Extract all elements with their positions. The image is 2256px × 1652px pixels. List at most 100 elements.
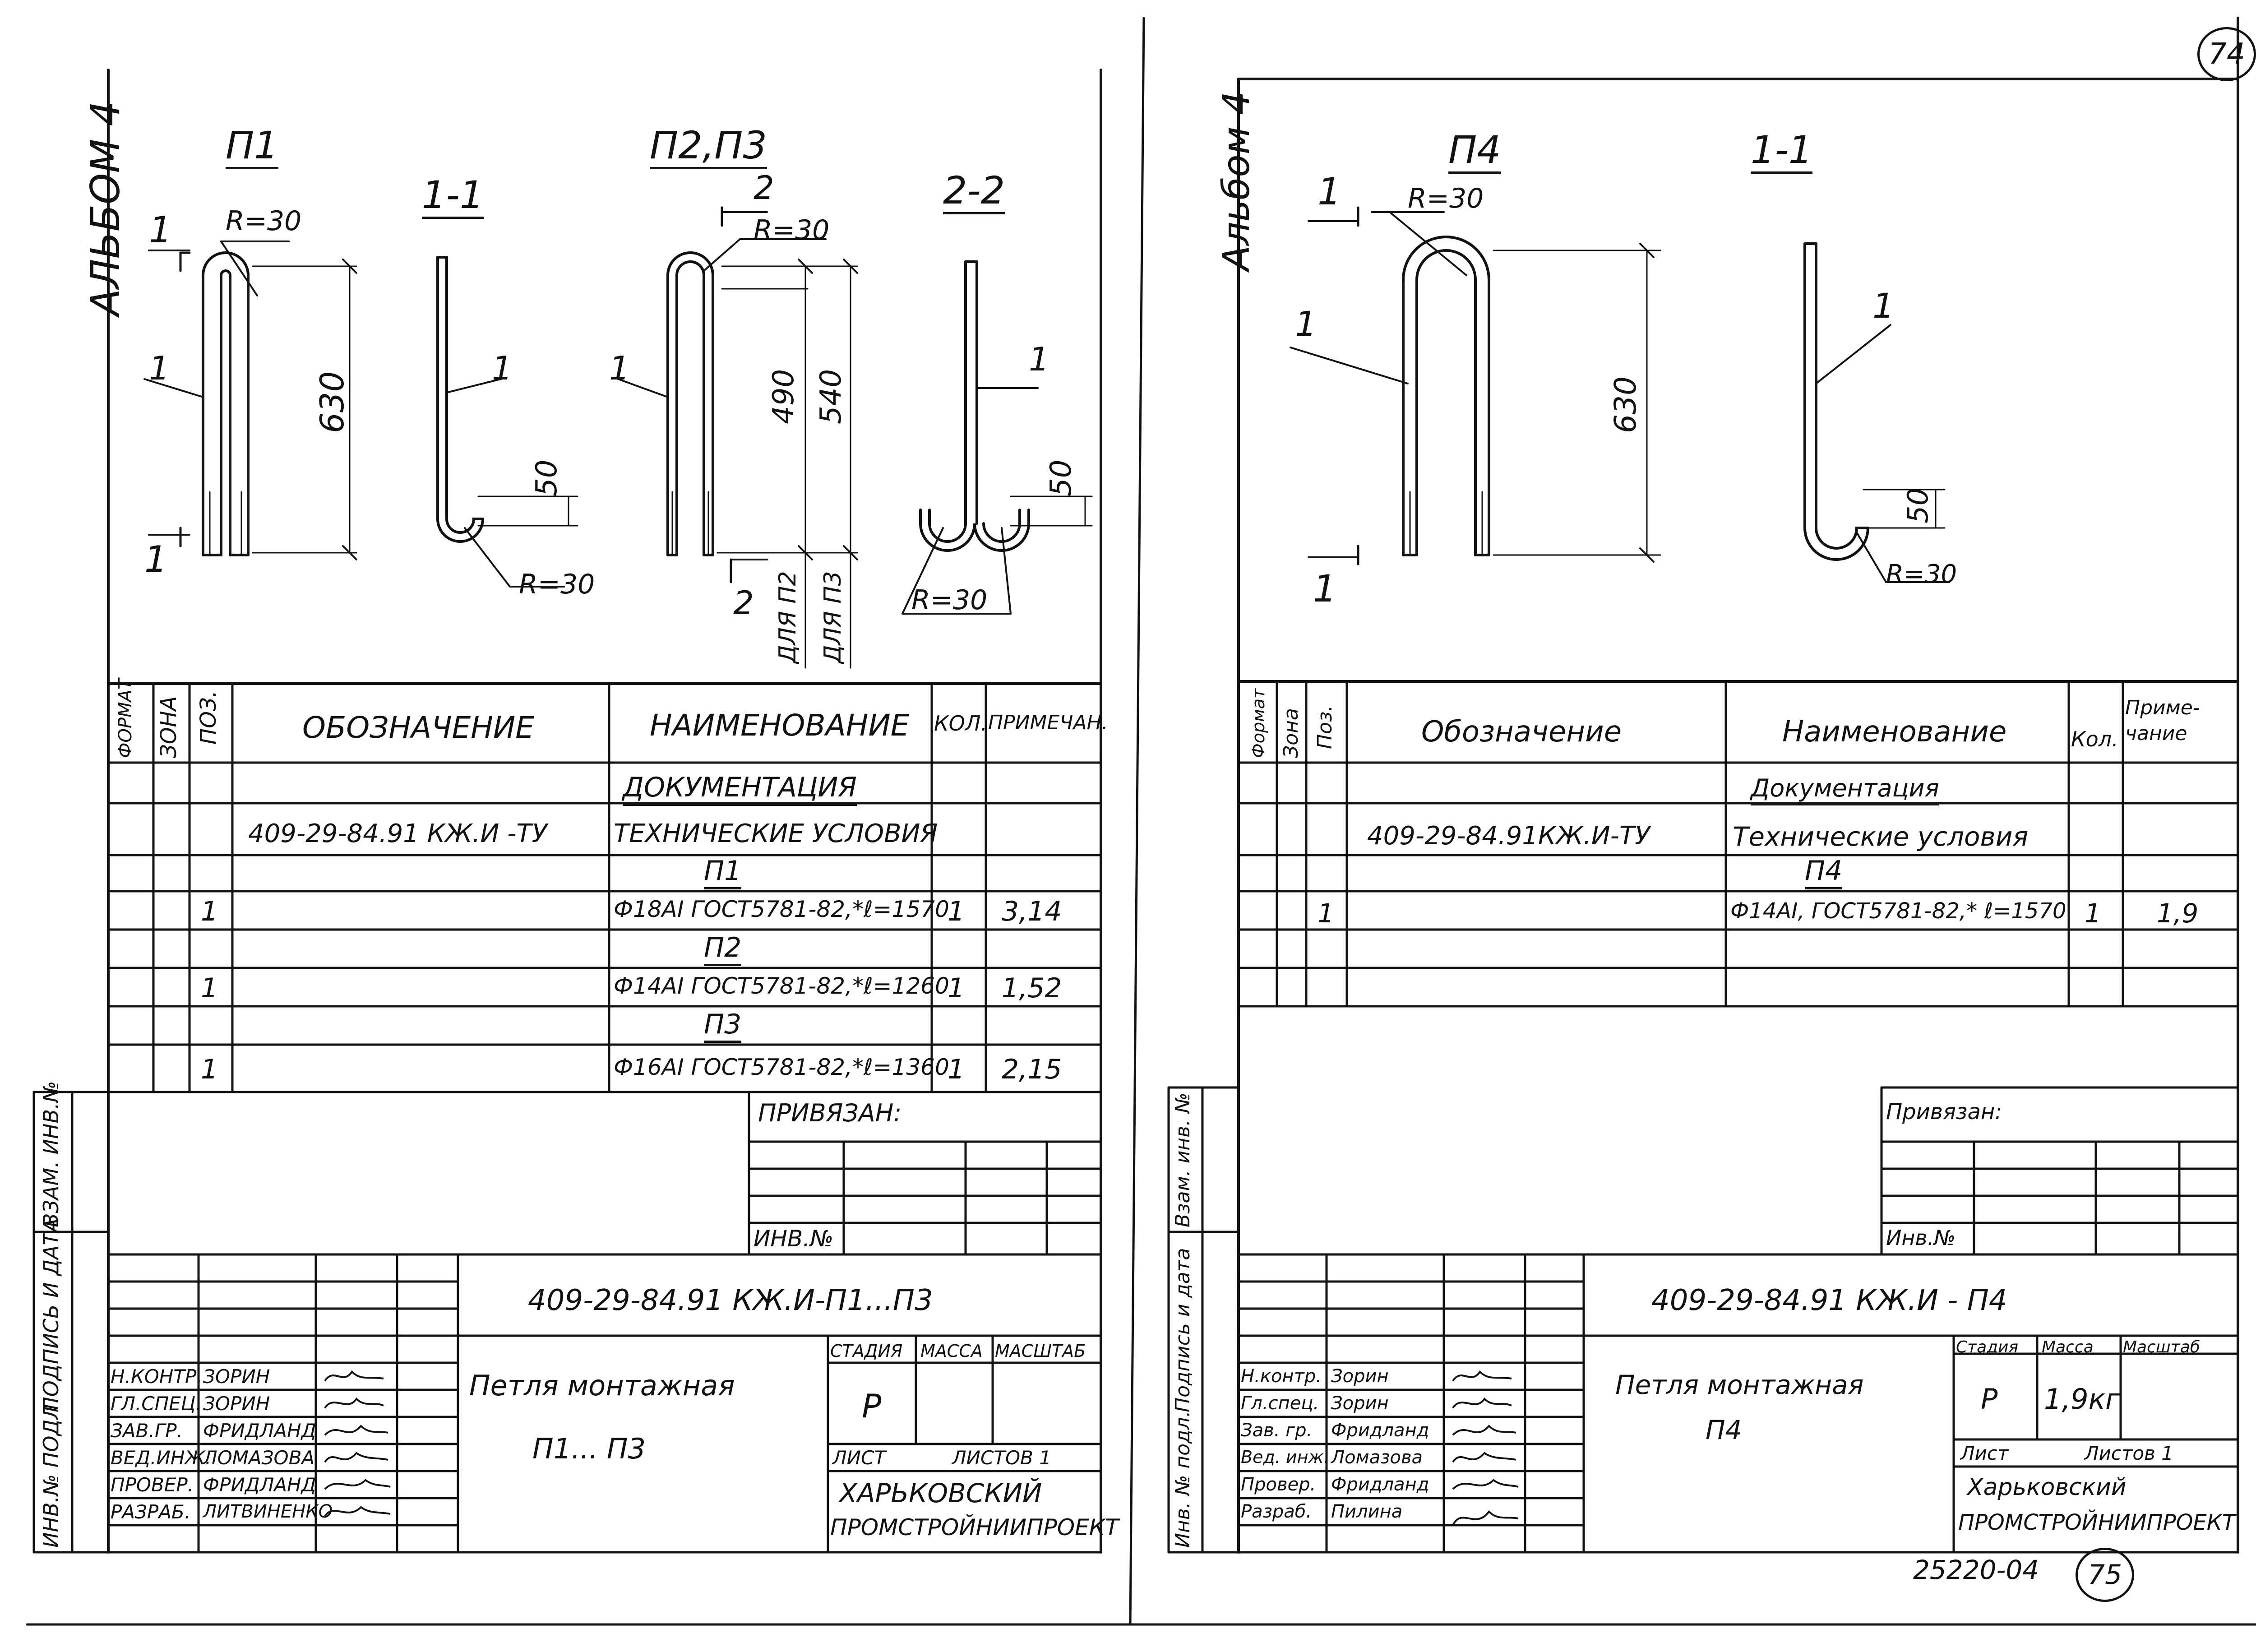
right-doc-subtitle: П4 [1706, 1415, 1742, 1445]
left-spec-row-1-name: ТЕХНИЧЕСКИЕ УСЛОВИЯ [614, 819, 938, 848]
right-stage-label: Стадия [1956, 1338, 2019, 1356]
left-signer-1-role: ГЛ.СПЕЦ. [111, 1393, 202, 1415]
right-spec-header-format: Формат [1248, 688, 1268, 758]
left-p2-dim-540: 540 [814, 369, 848, 424]
left-spec-row-3-pos: 1 [201, 896, 218, 927]
right-privyazan: Привязан: [1886, 1099, 2002, 1124]
right-title-p4: П4 [1448, 131, 1501, 174]
left-spec-row-3-name: Ф18АI ГОСТ5781-82,*ℓ=1570 [614, 896, 949, 922]
left-side-inv-podl: ИНВ.№ ПОДЛ. [39, 1397, 63, 1548]
left-p1-cut-bottom: 1 [144, 538, 167, 580]
left-spec-header-zone: ЗОНА [156, 696, 181, 758]
left-2-2-radius: R=30 [911, 584, 988, 616]
right-1-1-radius: R=30 [1886, 560, 1957, 589]
left-signer-4-role: ПРОВЕР. [111, 1474, 194, 1496]
left-title-p2-p3: П2,П3 [650, 126, 767, 169]
right-signer-3-name: Ломазова [1331, 1447, 1423, 1468]
right-spec-header-name: Наименование [1782, 715, 2007, 749]
left-spec-header-format: ФОРМАТ [115, 678, 136, 758]
right-spec-row-3-name: Ф14АI, ГОСТ5781-82,* ℓ=1570 [1730, 898, 2066, 924]
left-signer-3-role: ВЕД.ИНЖ. [111, 1447, 212, 1469]
left-spec-row-7-qty: 1 [948, 1054, 965, 1085]
left-signer-0-name: ЗОРИН [203, 1365, 270, 1388]
left-org-line-1: ХАРЬКОВСКИЙ [839, 1478, 1042, 1509]
left-spec-row-5-pos: 1 [201, 972, 218, 1004]
left-title-section-1-1: 1-1 [422, 176, 484, 219]
right-title-section-1-1: 1-1 [1751, 131, 1813, 174]
left-spec-row-7-note: 2,15 [1002, 1054, 1062, 1085]
left-stage-value: Р [862, 1387, 882, 1425]
left-scale-label: МАСШТАБ [995, 1341, 1086, 1361]
left-p2-cut-top: 2 [754, 169, 774, 207]
left-doc-title: Петля монтажная [469, 1369, 735, 1402]
left-signer-0-role: Н.КОНТР. [111, 1365, 203, 1388]
right-signer-5-name: Пилина [1331, 1501, 1403, 1522]
left-p2-dim-490: 490 [767, 369, 800, 424]
right-signer-2-role: Зав. гр. [1241, 1420, 1313, 1441]
right-signer-3-role: Вед. инж. [1241, 1447, 1329, 1467]
right-spec-row-3-note: 1,9 [2157, 898, 2199, 929]
left-spec-row-5-name: Ф14АI ГОСТ5781-82,*ℓ=1260 [614, 973, 949, 999]
left-signer-5-name: ЛИТВИНЕНКО [203, 1501, 333, 1522]
left-p2-cut-bottom: 2 [733, 584, 754, 622]
left-spec-header-name: НАИМЕНОВАНИЕ [650, 708, 910, 743]
left-p1-mark: 1 [149, 349, 170, 387]
left-spec-row-4-name: П2 [704, 934, 742, 966]
right-spec-header-qty: Кол. [2071, 727, 2118, 751]
left-p1-cut-top: 1 [149, 209, 172, 251]
right-signer-1-role: Гл.спец. [1241, 1393, 1319, 1414]
left-spec-row-3-qty: 1 [948, 896, 965, 927]
left-album-label: АЛЬБОМ 4 [82, 101, 129, 316]
right-mass-label: Масса [2042, 1338, 2094, 1356]
right-signer-5-role: Разраб. [1241, 1501, 1312, 1522]
left-side-vzam-inv: ВЗАМ. ИНВ.№ [39, 1081, 63, 1227]
left-spec-header-note: ПРИМЕЧАН. [988, 711, 1108, 734]
left-inv-no: ИНВ.№ [754, 1226, 834, 1252]
right-1-1-dim-50: 50 [1901, 488, 1934, 523]
right-spec-row-2-name: П4 [1805, 857, 1843, 889]
right-p4-mark: 1 [1295, 304, 1317, 344]
left-p1-radius: R=30 [226, 205, 302, 237]
left-spec-header-qty: КОЛ. [934, 711, 988, 736]
right-inv-no: Инв.№ [1886, 1226, 1956, 1250]
left-spec-row-2-name: П1 [704, 857, 742, 889]
left-spec-row-7-name: Ф16АI ГОСТ5781-82,*ℓ=1360 [614, 1054, 949, 1080]
left-title-section-2-2: 2-2 [943, 171, 1005, 214]
right-spec-header-zone: Зона [1280, 708, 1303, 758]
left-spec-row-3-note: 3,14 [1002, 896, 1062, 927]
right-signer-0-name: Зорин [1331, 1366, 1389, 1387]
left-1-1-mark: 1 [492, 349, 513, 387]
left-signer-3-name: ЛОМАЗОВА [203, 1447, 315, 1469]
left-signatures [324, 1370, 391, 1517]
left-2-2-mark: 1 [1029, 340, 1049, 378]
right-side-inv-podl: Инв. № подл. [1171, 1411, 1194, 1548]
left-doc-code: 409-29-84.91 КЖ.И-П1...П3 [528, 1284, 933, 1317]
right-signer-4-name: Фридланд [1331, 1474, 1429, 1495]
left-org-line-2: ПРОМСТРОЙНИИПРОЕКТ [830, 1514, 1119, 1541]
left-signer-4-name: ФРИДЛАНД [203, 1474, 316, 1496]
right-album-label: Альбом 4 [1215, 91, 1258, 271]
left-1-1-dim-50: 50 [530, 459, 564, 496]
left-spec-row-0-name: ДОКУМЕНТАЦИЯ [623, 774, 857, 806]
right-signer-2-name: Фридланд [1331, 1420, 1429, 1441]
left-signer-5-role: РАЗРАБ. [111, 1501, 191, 1523]
left-spec-row-6-name: П3 [704, 1011, 742, 1043]
right-signer-4-role: Провер. [1241, 1474, 1316, 1495]
right-org-line-2: ПРОМСТРОЙНИИПРОЕКТ [1958, 1510, 2236, 1535]
left-1-1-radius: R=30 [519, 569, 595, 600]
left-title-p1: П1 [226, 126, 278, 169]
left-stage-label: СТАДИЯ [830, 1341, 903, 1361]
right-spec-header-pos: Поз. [1313, 705, 1336, 749]
archive-code: 25220-04 [1913, 1555, 2039, 1585]
right-spec-row-3-pos: 1 [1318, 898, 1334, 929]
right-mass-value: 1,9кг [2044, 1383, 2120, 1416]
right-signer-0-role: Н.контр. [1241, 1366, 1322, 1387]
left-label-for-p2: ДЛЯ П2 [774, 571, 801, 663]
left-signer-2-role: ЗАВ.ГР. [111, 1420, 183, 1442]
right-spec-header-designation: Обозначение [1421, 715, 1622, 749]
right-side-podp-data: Подпись и дата [1171, 1248, 1194, 1412]
left-p1-dim-630: 630 [313, 371, 351, 433]
right-1-1-mark: 1 [1872, 286, 1895, 326]
left-mass-label: МАССА [920, 1341, 983, 1361]
